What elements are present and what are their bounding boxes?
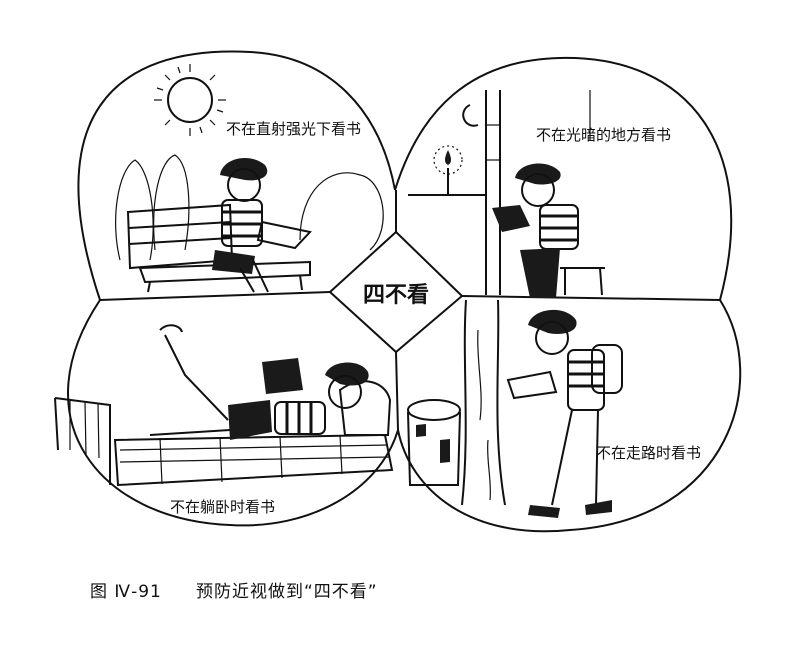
trash-bin-icon: [407, 399, 461, 486]
divider-vertical-bottom: [395, 351, 399, 431]
cloverleaf-outline: [67, 50, 742, 533]
caption-top-right: 不在光暗的地方看书: [536, 126, 671, 144]
divider-horizontal-right: [461, 295, 721, 301]
caption-bottom-left: 不在躺卧时看书: [170, 498, 275, 516]
center-diamond: [328, 230, 464, 354]
sun-icon: [154, 64, 226, 136]
window-icon: [408, 90, 591, 295]
boy-reading-on-bench: [212, 157, 312, 293]
divider-horizontal-left: [99, 291, 331, 301]
center-label: 四不看: [363, 283, 429, 308]
figure-number: 图 Ⅳ-91: [90, 582, 162, 602]
candle-icon: [433, 145, 463, 195]
bed-icon: [54, 380, 394, 487]
boy-walking-reading: [506, 309, 623, 518]
tree-trunk-icon: [461, 299, 506, 506]
caption-bottom-right: 不在走路时看书: [596, 444, 701, 462]
boy-reading-in-dark: [492, 163, 605, 298]
panel-bottom-right: 不在走路时看书: [407, 299, 701, 518]
figure-title: 预防近视做到“四不看”: [196, 582, 378, 602]
panel-top-left: 不在直射强光下看书: [115, 64, 384, 293]
moon-icon: [462, 104, 479, 127]
panel-top-right: 不在光暗的地方看书: [408, 90, 671, 298]
panel-bottom-left: 不在躺卧时看书: [54, 324, 394, 516]
trees-icon: [115, 154, 384, 261]
caption-top-left: 不在直射强光下看书: [226, 120, 361, 138]
boy-lying-reading: [149, 324, 369, 440]
